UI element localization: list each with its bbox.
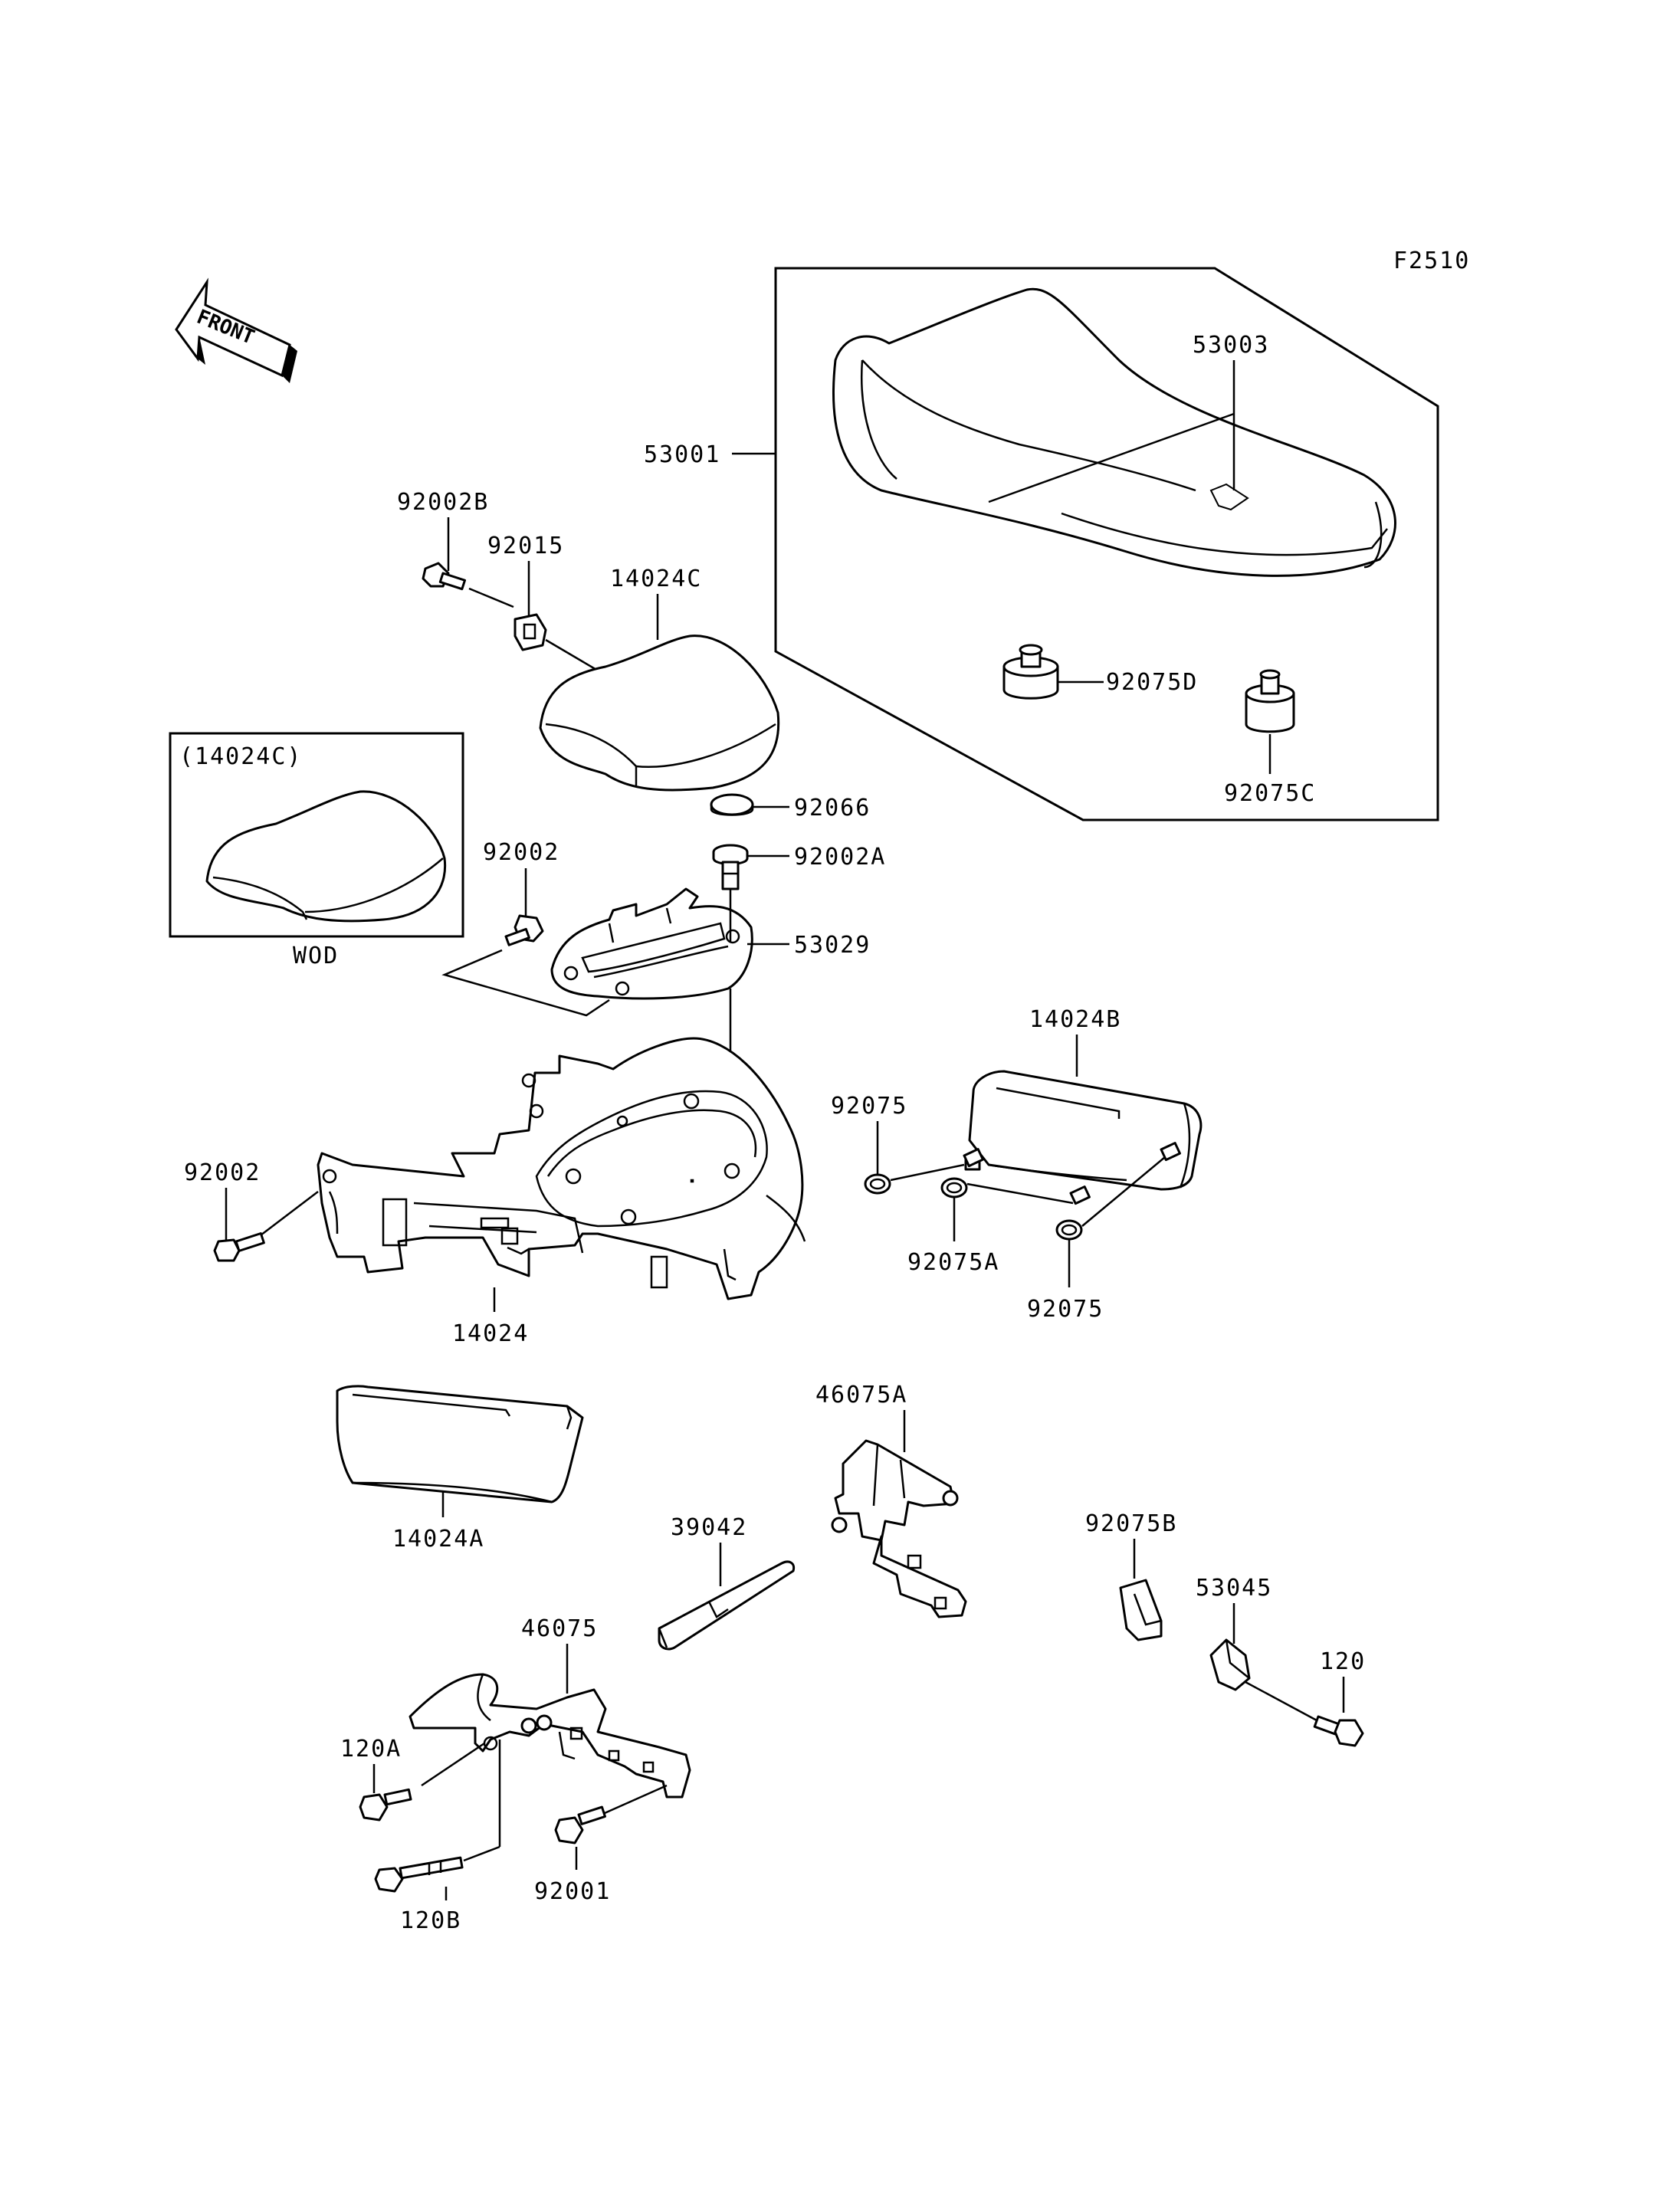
grommet-screws <box>963 1142 1181 1205</box>
grommet-92075a <box>940 1177 968 1199</box>
main-seat <box>832 287 1396 577</box>
cap-92066 <box>710 793 754 816</box>
rear-fender-14024 <box>317 1037 806 1300</box>
bolt-120a <box>359 1788 412 1822</box>
bolt-120 <box>1313 1715 1364 1747</box>
seat-cowl-variant <box>205 790 447 923</box>
callout-92075c: 92075C <box>1224 780 1316 807</box>
callout-92002-top: 92002 <box>483 839 559 866</box>
grommet-92075-a <box>864 1173 891 1195</box>
callout-92002b: 92002B <box>397 489 489 516</box>
bracket-46075 <box>409 1673 691 1799</box>
holder-53045 <box>1209 1638 1251 1691</box>
callout-92075a: 92075A <box>907 1249 999 1276</box>
callout-14024c: 14024C <box>610 566 702 592</box>
callout-92002-left: 92002 <box>184 1159 261 1186</box>
callout-14024a: 14024A <box>392 1526 484 1553</box>
seat-cowl-14024c <box>539 635 780 792</box>
variant-box-title: (14024C) <box>179 743 303 770</box>
callout-92015: 92015 <box>487 533 564 559</box>
callout-14024b: 14024B <box>1029 1006 1121 1033</box>
callout-92075b: 92075B <box>1085 1510 1177 1537</box>
callout-53003: 53003 <box>1193 332 1269 359</box>
variant-box <box>169 732 464 938</box>
seat-group-outline <box>774 267 1439 821</box>
callout-120: 120 <box>1320 1648 1366 1675</box>
callout-39042: 39042 <box>671 1514 747 1541</box>
callout-92075-a: 92075 <box>831 1093 907 1120</box>
bracket-plate-53029 <box>550 887 753 1000</box>
front-arrow-icon: FRONT <box>175 277 297 383</box>
damper-92075c <box>1245 669 1295 733</box>
tail-cover-14024b <box>964 1070 1203 1191</box>
variant-box-caption: WOD <box>293 943 339 969</box>
bolt-92002a <box>712 844 749 890</box>
figure-code: F2510 <box>1393 248 1470 274</box>
bracket-46075a <box>831 1439 967 1618</box>
bolt-92001 <box>554 1805 606 1844</box>
bolt-92002-top <box>504 914 544 946</box>
callout-14024: 14024 <box>452 1320 529 1347</box>
bolt-92002b <box>422 562 467 591</box>
rod-39042 <box>658 1560 796 1651</box>
callout-92066: 92066 <box>794 795 871 821</box>
clip-nut-92015 <box>514 613 547 651</box>
callout-120b: 120B <box>400 1907 461 1934</box>
callout-92075-b: 92075 <box>1027 1296 1104 1323</box>
callout-53001: 53001 <box>644 441 720 468</box>
callout-46075a: 46075A <box>815 1382 907 1408</box>
callout-120a: 120A <box>340 1736 402 1763</box>
cover-14024a <box>336 1385 584 1503</box>
damper-92075d <box>1002 644 1059 700</box>
callout-53029: 53029 <box>794 932 871 959</box>
callout-53045: 53045 <box>1196 1575 1272 1602</box>
callout-92002a: 92002A <box>794 844 886 871</box>
callout-46075: 46075 <box>521 1615 598 1642</box>
bolt-92002-left <box>213 1231 265 1262</box>
callout-92075d: 92075D <box>1106 669 1198 696</box>
callout-92001: 92001 <box>534 1878 611 1905</box>
bolt-120b <box>374 1856 464 1893</box>
grommet-92075-b <box>1055 1219 1083 1241</box>
stopper-92075b <box>1119 1579 1163 1641</box>
